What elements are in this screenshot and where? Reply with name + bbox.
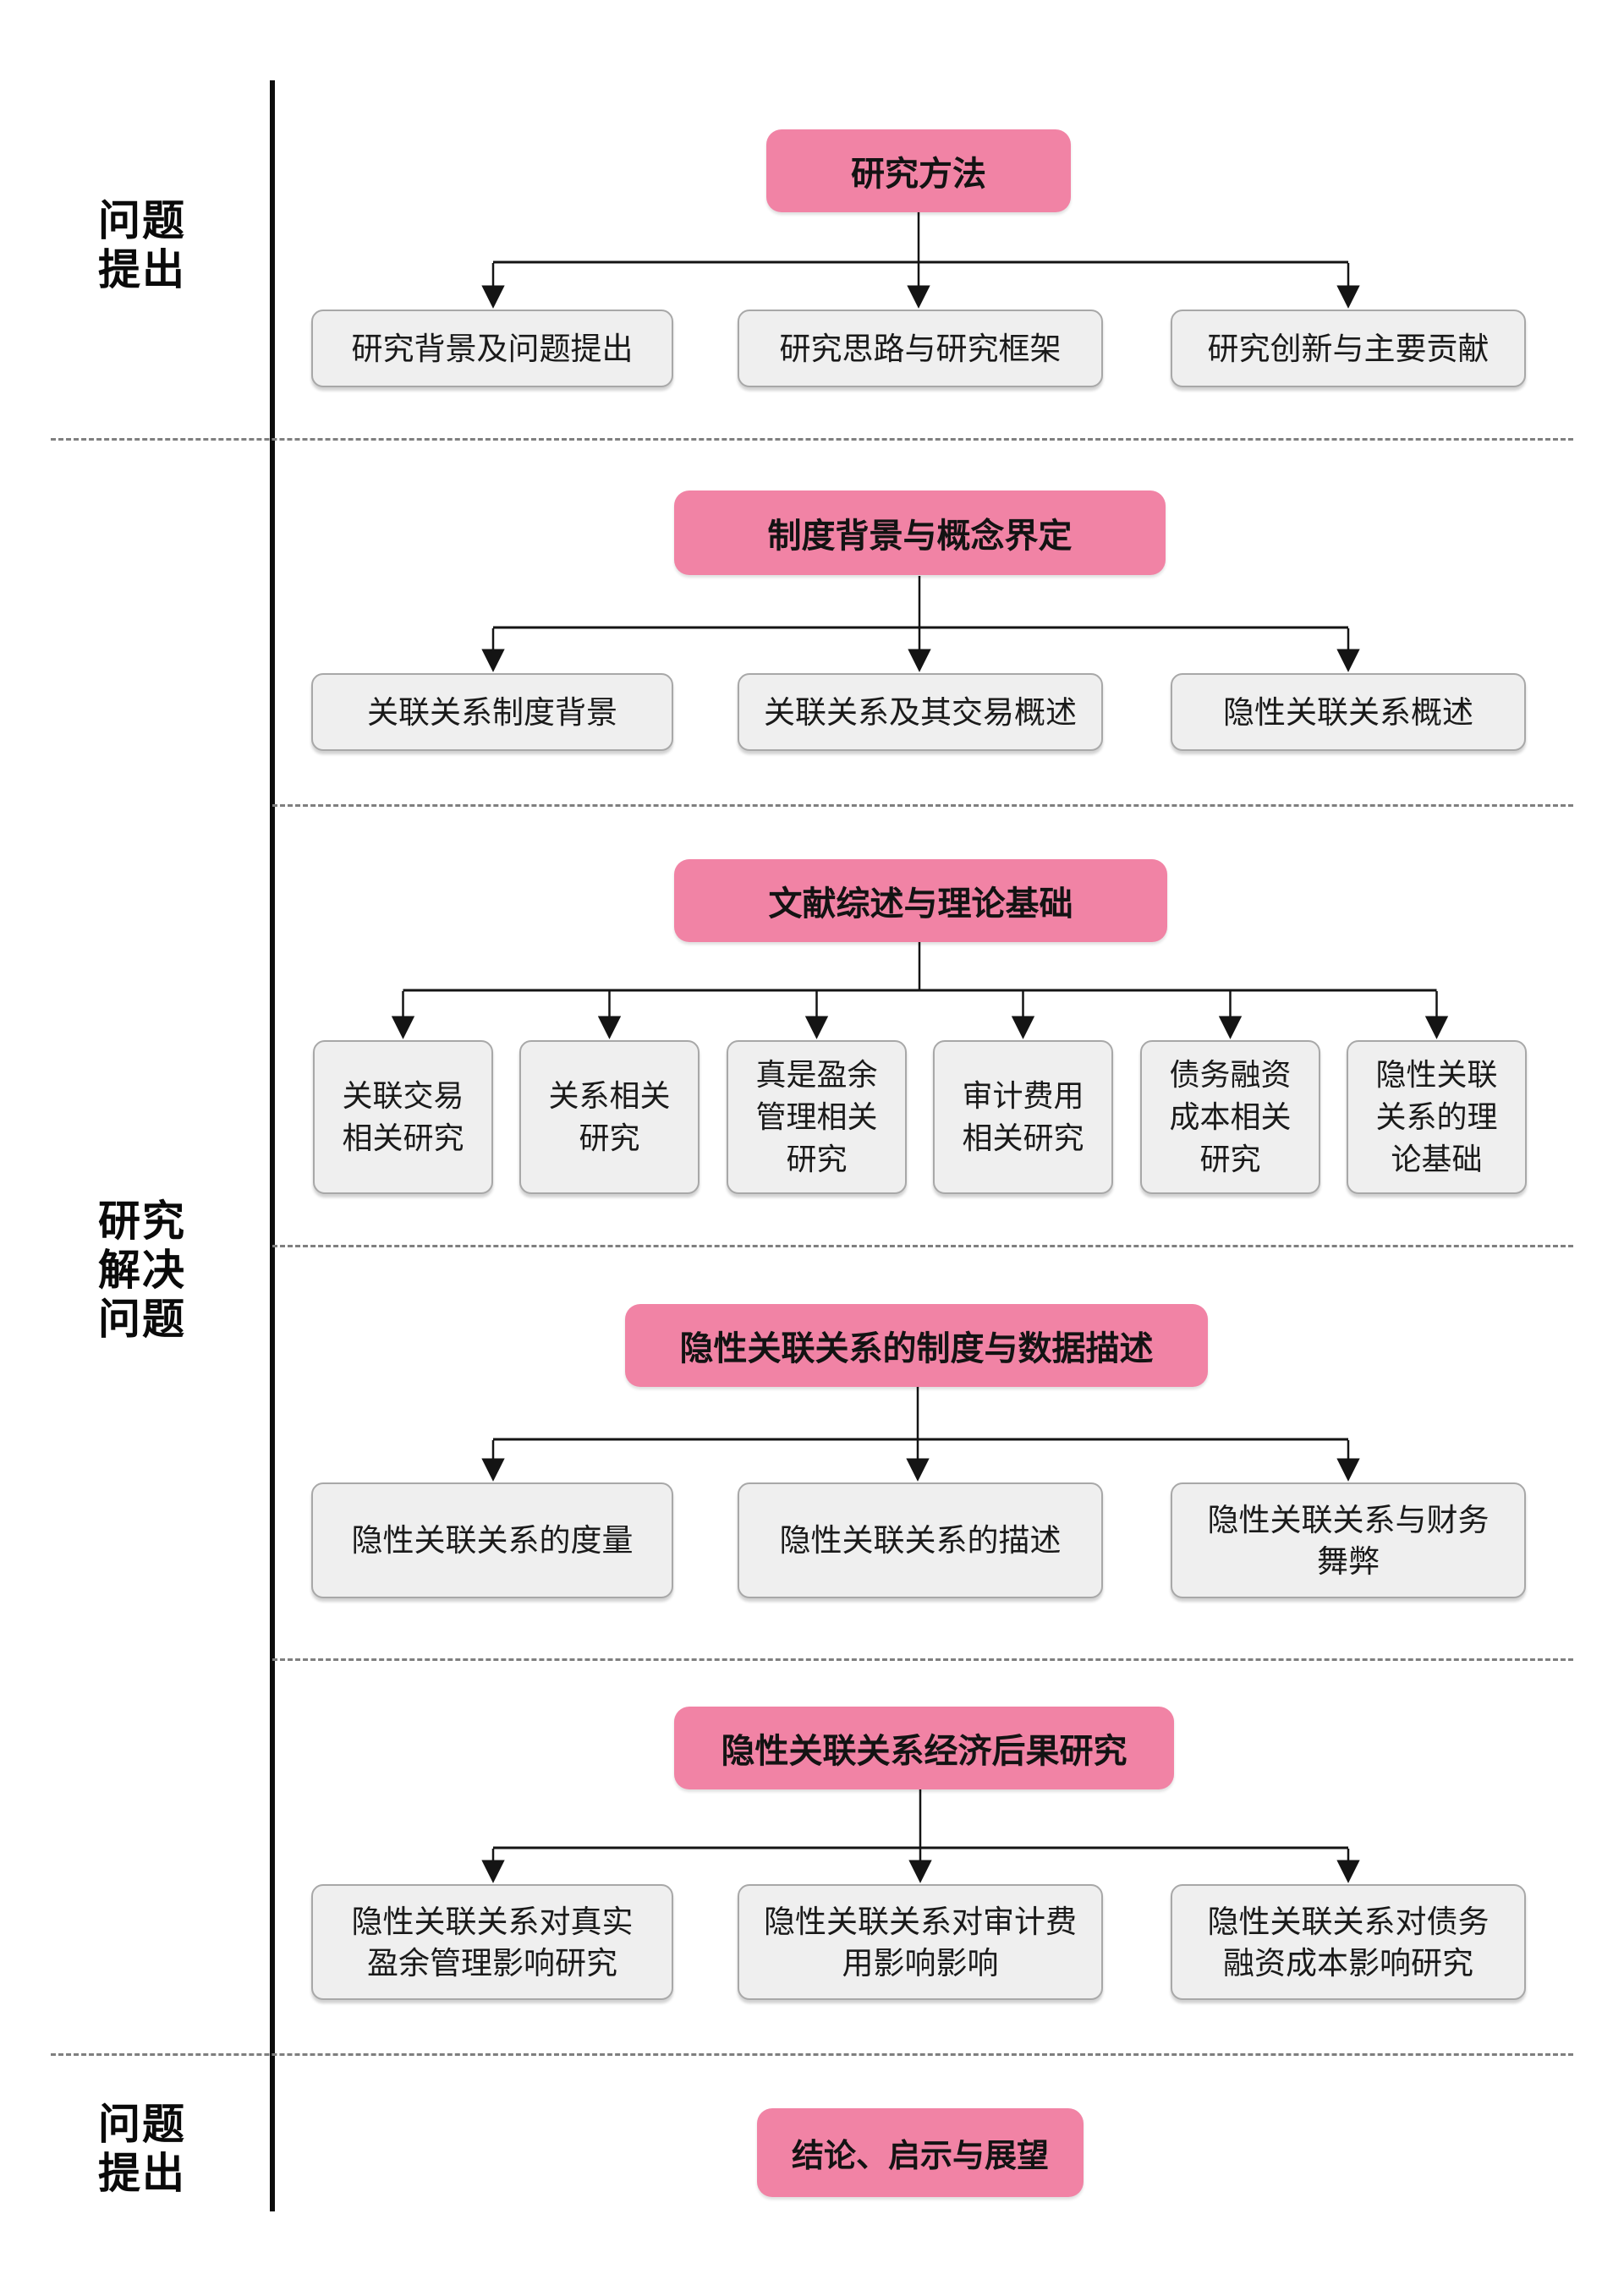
separator-1 <box>51 438 1573 441</box>
section-4-header: 隐性关联关系的制度与数据描述 <box>625 1304 1208 1387</box>
section-6-header: 结论、启示与展望 <box>757 2108 1084 2197</box>
section-4-child-1: 隐性关联关系的度量 <box>311 1482 673 1598</box>
section-3-child-4: 审计费用 相关研究 <box>933 1040 1113 1194</box>
section-3-child-6: 隐性关联 关系的理 论基础 <box>1347 1040 1527 1194</box>
separator-4 <box>272 1658 1573 1661</box>
section-3-header: 文献综述与理论基础 <box>674 859 1167 942</box>
section-4-child-2: 隐性关联关系的描述 <box>738 1482 1103 1598</box>
section-1-child-3: 研究创新与主要贡献 <box>1171 310 1526 387</box>
separator-3 <box>272 1245 1573 1247</box>
separator-5 <box>51 2053 1573 2056</box>
section-2-child-1: 关联关系制度背景 <box>311 673 673 751</box>
section-2-header: 制度背景与概念界定 <box>674 490 1166 575</box>
stage-label-middle: 研究 解决 问题 <box>98 1197 186 1343</box>
section-5-child-2: 隐性关联关系对审计费 用影响影响 <box>738 1884 1103 2000</box>
section-5-child-3: 隐性关联关系对债务 融资成本影响研究 <box>1171 1884 1526 2000</box>
section-3-child-2: 关系相关 研究 <box>519 1040 700 1194</box>
section-1-header: 研究方法 <box>766 129 1071 212</box>
section-2-child-3: 隐性关联关系概述 <box>1171 673 1526 751</box>
section-2-child-2: 关联关系及其交易概述 <box>738 673 1103 751</box>
section-3-child-3: 真是盈余 管理相关 研究 <box>727 1040 907 1194</box>
section-3-child-5: 债务融资 成本相关 研究 <box>1140 1040 1320 1194</box>
section-4-child-3: 隐性关联关系与财务 舞弊 <box>1171 1482 1526 1598</box>
stage-label-top: 问题 提出 <box>98 197 186 293</box>
stage-label-bottom: 问题 提出 <box>98 2101 186 2197</box>
section-5-child-1: 隐性关联关系对真实 盈余管理影响研究 <box>311 1884 673 2000</box>
separator-2 <box>272 804 1573 807</box>
section-5-header: 隐性关联关系经济后果研究 <box>674 1707 1174 1789</box>
section-3-child-1: 关联交易 相关研究 <box>313 1040 493 1194</box>
section-1-child-2: 研究思路与研究框架 <box>738 310 1103 387</box>
section-1-child-1: 研究背景及问题提出 <box>311 310 673 387</box>
left-spine-line <box>270 80 275 2211</box>
